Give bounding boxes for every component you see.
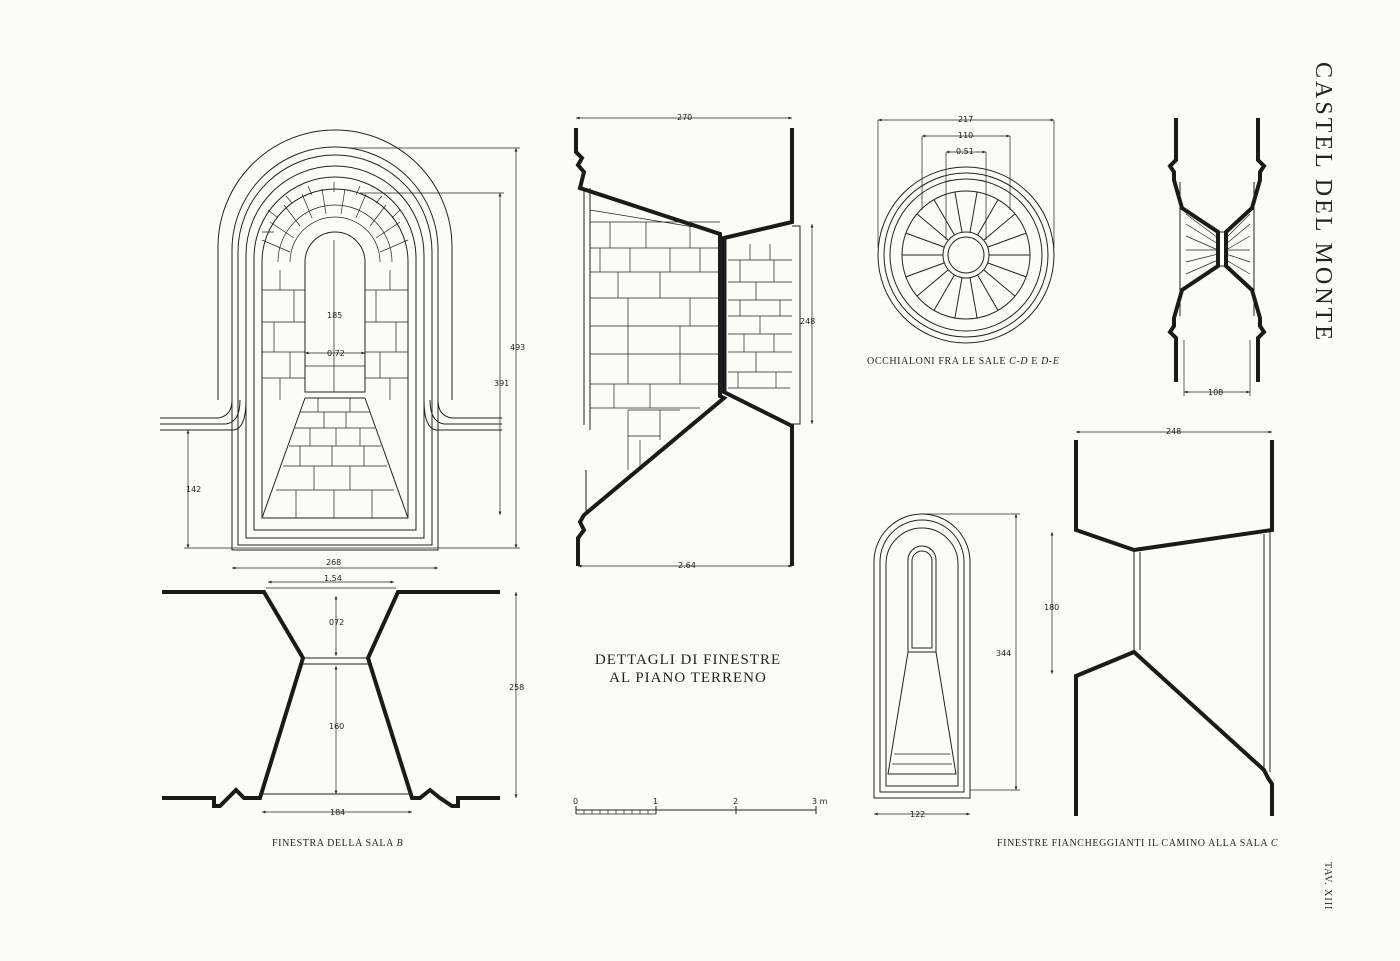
plate-number: TAV. XIII [1322, 862, 1333, 910]
voussoir-joint [977, 274, 999, 311]
dim-occ-section-width: 108 [1208, 388, 1223, 397]
dim-mid-bottom-width: 2.64 [678, 561, 696, 570]
dim-b-elev-opening-width: 0.72 [327, 349, 345, 358]
middle-section-detail: 270 248 2.64 [574, 113, 815, 570]
dim-b-plan-total-depth: 258 [509, 683, 524, 692]
center-title-line1: DETTAGLI DI FINESTRE [595, 652, 781, 668]
dim-fc-plan-depth: 180 [1044, 603, 1059, 612]
voussoir-joint [987, 232, 1027, 248]
dim-b-elev-height: 493 [510, 343, 525, 352]
sala-b-plan: 1.54 072 160 258 184 FINESTRA DELLA SALA… [162, 574, 524, 849]
voussoir-joint [954, 191, 963, 233]
fianch-plan: 248 180 FINESTRE FIANCHEGGIANTI IL CAMIN… [997, 427, 1278, 849]
voussoir-joint [916, 269, 949, 297]
voussoir-joint [933, 274, 955, 311]
dim-b-plan-inner-width: 1.54 [324, 574, 342, 583]
voussoir-joint [983, 269, 1016, 297]
voussoir-joint [933, 199, 955, 236]
dim-b-plan-splay-depth: 160 [329, 722, 344, 731]
voussoir-joint [905, 262, 945, 278]
radial-voussoirs [902, 191, 1030, 319]
dim-occ-inner: 0.51 [956, 147, 974, 156]
scale-tick-1: 1 [653, 797, 658, 806]
dim-b-plan-throat-depth: 072 [329, 618, 344, 627]
occhialoni-elevation: 217 110 0.51 OCCHIALONI FRA LE SALE C-D … [867, 115, 1060, 367]
dim-fc-plan-width: 248 [1166, 427, 1181, 436]
voussoir-joint [954, 277, 963, 319]
dim-b-elev-opening-height: 185 [327, 311, 342, 320]
voussoir-joint [905, 232, 945, 248]
dim-fc-elev-width: 122 [910, 810, 925, 819]
dim-mid-top-width: 270 [677, 113, 692, 122]
scale-bar: 0 1 2 3 m [573, 797, 828, 815]
dim-mid-height: 248 [800, 317, 815, 326]
side-title: CASTEL DEL MONTE [1310, 62, 1336, 343]
dim-occ-outer: 217 [958, 115, 973, 124]
dim-b-elev-sill-height: 142 [186, 485, 201, 494]
dim-fc-elev-height: 344 [996, 649, 1011, 658]
dim-b-elev-width: 268 [326, 558, 341, 567]
voussoir-joint [969, 191, 978, 233]
caption-occhialoni: OCCHIALONI FRA LE SALE C-D E D-E [867, 356, 1060, 367]
voussoir-joint [916, 213, 949, 241]
scale-tick-2: 2 [733, 797, 738, 806]
caption-sala-b: FINESTRA DELLA SALA B [272, 838, 403, 849]
sala-b-elevation: 493 391 185 0.72 142 268 [160, 129, 525, 570]
voussoir-joint [983, 213, 1016, 241]
center-title-line2: AL PIANO TERRENO [609, 670, 767, 686]
fianch-elevation: 344 122 [873, 513, 1020, 819]
dim-b-plan-outer-width: 184 [330, 808, 345, 817]
voussoir-joint [987, 262, 1027, 278]
voussoir-joint [969, 277, 978, 319]
caption-fiancheggianti: FINESTRE FIANCHEGGIANTI IL CAMINO ALLA S… [997, 838, 1278, 849]
scale-end-label: 3 m [812, 797, 828, 806]
dim-occ-middle: 110 [958, 131, 973, 140]
dim-b-elev-inner-height: 391 [494, 379, 509, 388]
scale-tick-0: 0 [573, 797, 578, 806]
occhialoni-section: 108 [1167, 118, 1267, 397]
voussoir-joint [977, 199, 999, 236]
